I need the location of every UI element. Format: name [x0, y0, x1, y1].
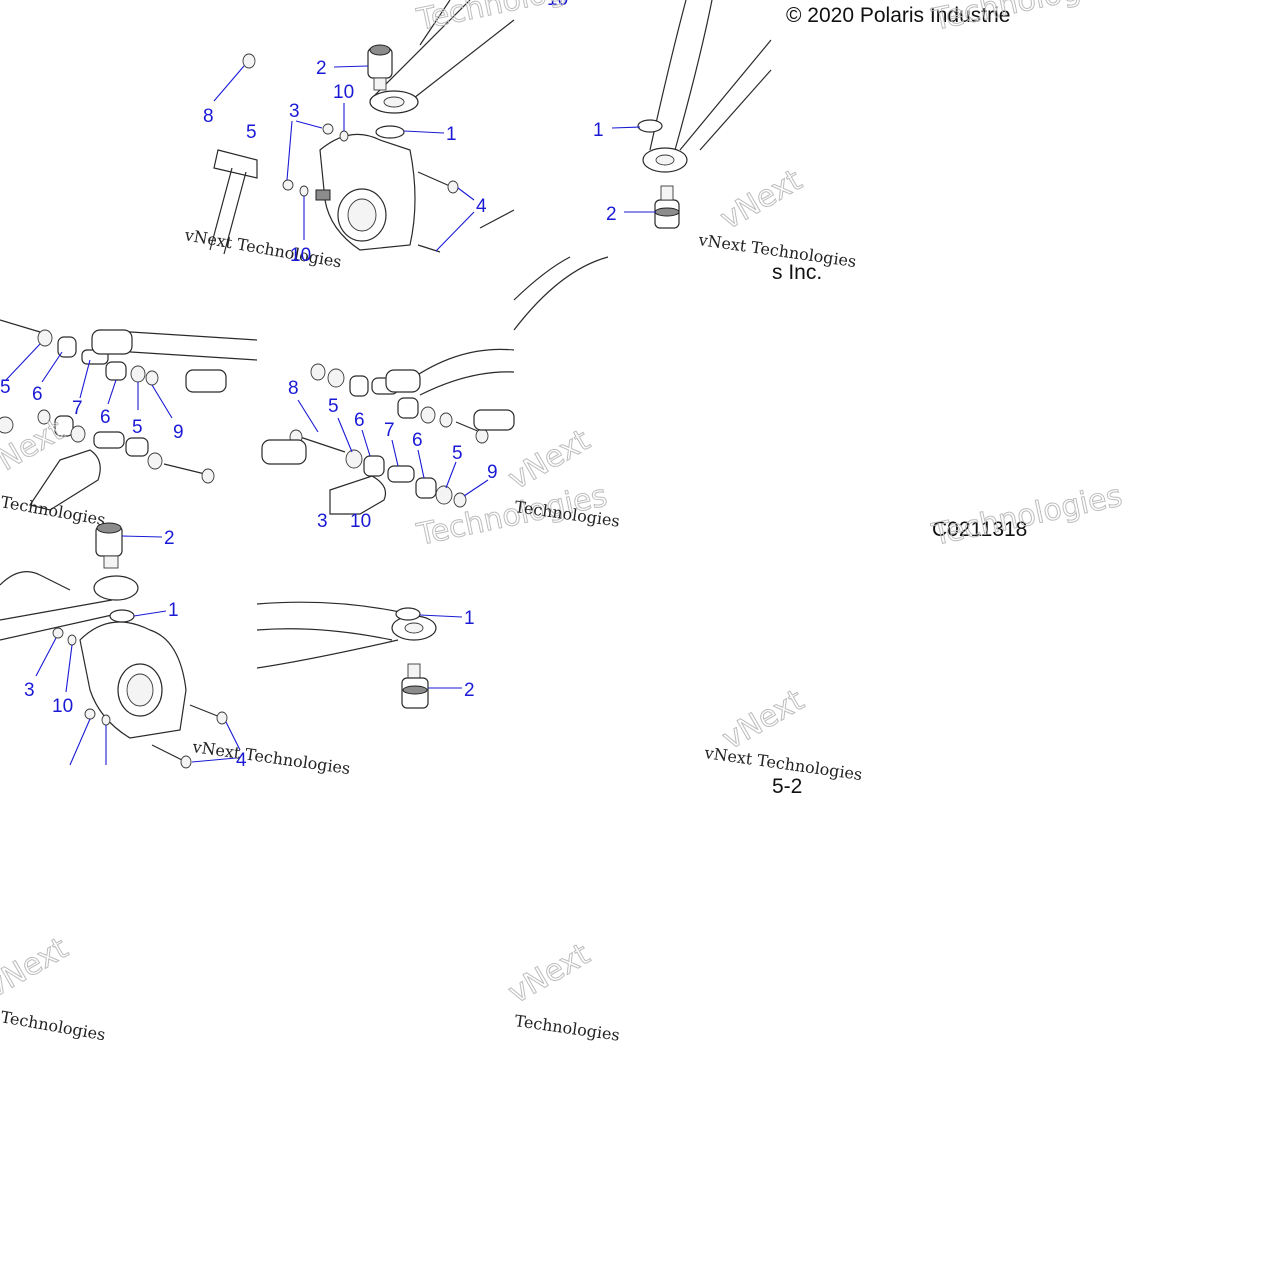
callout-1: 1 [446, 124, 457, 145]
arm-eye-part [93, 575, 139, 601]
nut-part [242, 53, 256, 69]
tile-i: vNext Technologies vNext [702, 682, 863, 784]
watermark-text: Technologies [0, 1007, 107, 1044]
callout-4: 4 [476, 196, 487, 217]
callout-5: 5 [246, 122, 257, 143]
copyright-tail: s Inc. [772, 261, 822, 284]
copyright-text: © 2020 Polaris Industrie [786, 4, 1010, 27]
watermark-outline: Technologies [413, 0, 610, 38]
callout-2: 2 [316, 58, 327, 79]
callout-10: 10 [333, 82, 354, 103]
callout-8: 8 [203, 106, 214, 127]
callout-10: 10 [290, 245, 311, 266]
tile-h: 1 2 [256, 601, 475, 709]
callout-5: 5 [0, 377, 11, 398]
tile-a: 8 5 vNext Technologies [182, 53, 343, 272]
tile-c: 1 2 vNext Technologies vNext [593, 0, 857, 271]
callout-3: 3 [289, 101, 300, 122]
callout-4: 4 [236, 750, 247, 771]
callout-1: 1 [464, 608, 475, 629]
callout-6: 6 [412, 430, 423, 451]
callout-7: 7 [72, 398, 83, 419]
callout-10: 10 [350, 511, 371, 532]
watermark-outline: vNext [715, 163, 809, 237]
watermark-outline: Technologies [928, 0, 1125, 38]
callout-6: 6 [100, 407, 111, 428]
retaining-ring-part [375, 125, 405, 139]
diagram-code: C0211318 [932, 518, 1027, 541]
callout-3: 3 [317, 511, 328, 532]
callout-2: 2 [464, 680, 475, 701]
tile-d: 5 6 7 6 5 9 Technologies vNext [0, 319, 258, 529]
retaining-ring-part [109, 609, 135, 623]
watermark-outline: vNext [0, 931, 74, 1005]
page-ref: 5-2 [772, 775, 802, 798]
callout-6: 6 [32, 384, 43, 405]
tile-g: 2 1 3 10 4 vNext Technologies [0, 522, 351, 778]
callout-6: 6 [354, 410, 365, 431]
callout-2: 2 [164, 528, 175, 549]
callout-7: 7 [384, 420, 395, 441]
callout-1: 1 [593, 120, 604, 141]
callout-3: 3 [24, 680, 35, 701]
callout-5: 5 [328, 396, 339, 417]
callout-2: 2 [606, 204, 617, 225]
watermark-outline: vNext [717, 683, 811, 757]
watermark-outline: vNext [503, 937, 597, 1011]
watermark-text: Technologies [513, 1011, 621, 1045]
watermark-text: vNext Technologies [182, 225, 343, 271]
callout-9: 9 [487, 462, 498, 483]
callout-9: 9 [173, 422, 184, 443]
retaining-ring-part [395, 607, 421, 621]
watermark-text: vNext Technologies [190, 737, 351, 778]
tile-b: 2 1 3 10 10 10 4 [282, 0, 568, 266]
callout-5: 5 [452, 443, 463, 464]
watermark-outline: Technologies [928, 479, 1125, 554]
callout-1: 1 [168, 600, 179, 621]
callout-8: 8 [288, 378, 299, 399]
retaining-ring-part [637, 119, 663, 133]
callout-5: 5 [132, 417, 143, 438]
link-rod-part [213, 149, 258, 179]
callout-10: 10 [547, 0, 568, 10]
callout-10: 10 [52, 696, 73, 717]
